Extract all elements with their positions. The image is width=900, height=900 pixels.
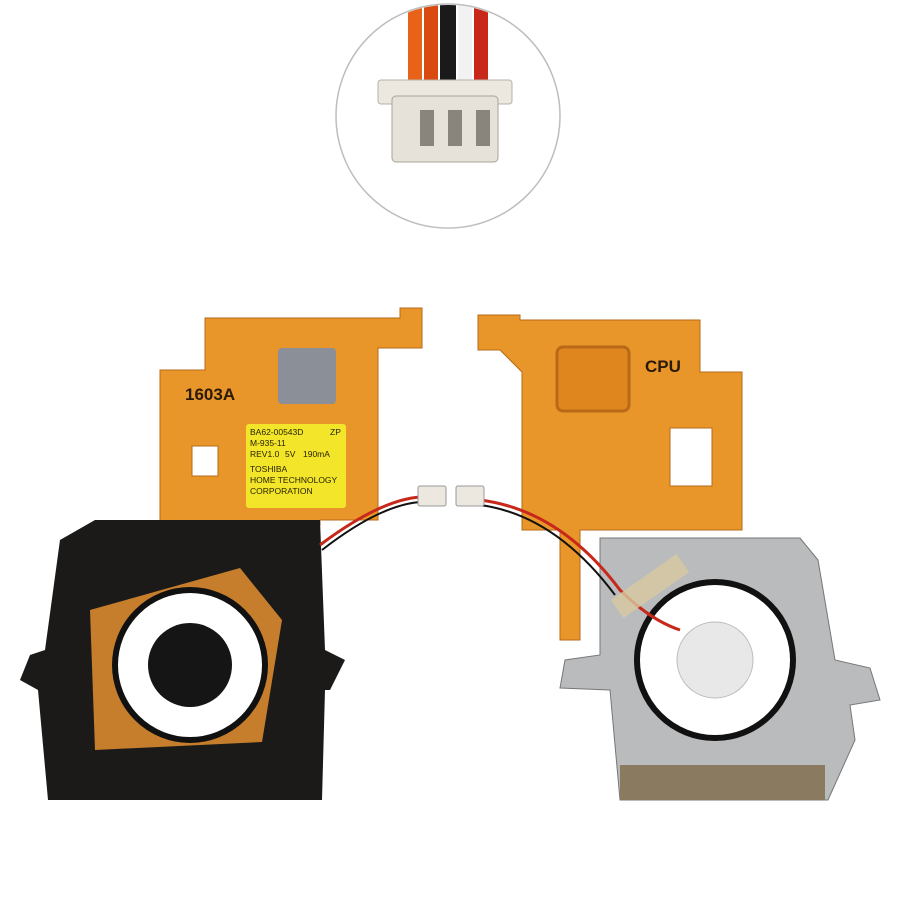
svg-text:TOSHIBA: TOSHIBA bbox=[250, 464, 287, 474]
svg-text:REV1.0: REV1.0 bbox=[250, 449, 280, 459]
stamp-right: CPU bbox=[645, 357, 681, 376]
svg-text:CORPORATION: CORPORATION bbox=[250, 486, 313, 496]
svg-text:M-935-11: M-935-11 bbox=[250, 438, 286, 448]
svg-text:HOME TECHNOLOGY: HOME TECHNOLOGY bbox=[250, 475, 338, 485]
connector-inset bbox=[335, 3, 561, 229]
svg-text:BA62-00543D: BA62-00543D bbox=[250, 427, 303, 437]
right-fan-unit: CPU bbox=[455, 314, 881, 801]
svg-text:190mA: 190mA bbox=[303, 449, 330, 459]
svg-text:5V: 5V bbox=[285, 449, 296, 459]
stamp-left: 1603A bbox=[185, 385, 235, 404]
left-fan-unit: 1603A BA62-00543D ZP M-935-11 REV1.0 5V … bbox=[20, 307, 447, 800]
fan-label: BA62-00543D ZP M-935-11 REV1.0 5V 190mA … bbox=[246, 424, 346, 508]
svg-text:ZP: ZP bbox=[330, 427, 341, 437]
